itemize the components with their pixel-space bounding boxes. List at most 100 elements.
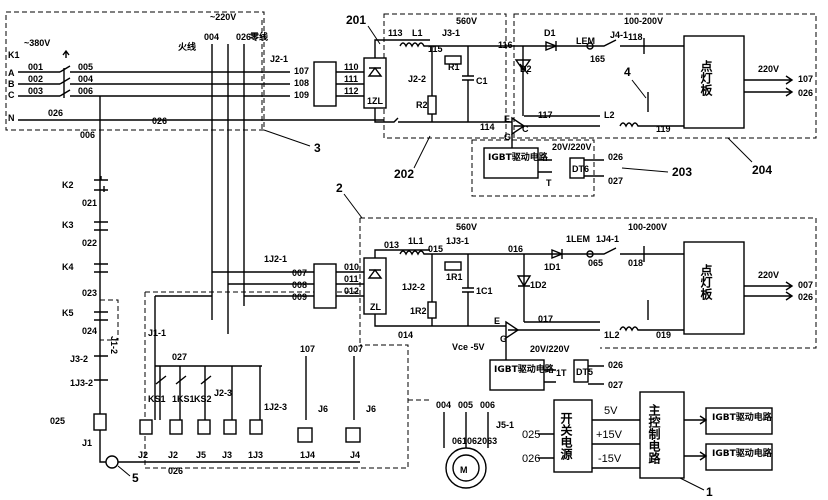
u1-j2-2: J2-2 bbox=[408, 74, 426, 84]
breaker-arrow bbox=[62, 49, 70, 58]
live-number: 004 bbox=[204, 32, 219, 42]
u1-d1-label: D1 bbox=[544, 28, 556, 38]
phase-input-lines bbox=[18, 71, 384, 121]
u1-w118: 118 bbox=[628, 32, 643, 42]
u2-lamp-w007: 007 bbox=[798, 280, 813, 290]
phase-a: A bbox=[8, 68, 15, 78]
u1-dc-rails bbox=[374, 39, 470, 123]
u2-dt5-label: DT5 bbox=[576, 367, 593, 377]
u2-w009: 009 bbox=[292, 292, 307, 302]
igbt-drive-out2 bbox=[705, 443, 773, 471]
u2-cap-1c1 bbox=[462, 287, 474, 293]
psu-in-026: 026 bbox=[522, 453, 540, 465]
u2-resistor-1r2 bbox=[427, 301, 437, 319]
coil-j2-label: J2 bbox=[138, 450, 148, 460]
u1-j3-1: J3-1 bbox=[442, 28, 460, 38]
u2-lamp-voltage: 220V bbox=[758, 270, 779, 280]
u2-igbt bbox=[505, 320, 520, 340]
phase-c: C bbox=[8, 90, 15, 100]
u2-w016: 016 bbox=[508, 244, 523, 254]
coil-1j3-label: 1J3 bbox=[248, 450, 263, 460]
wire-002: 002 bbox=[28, 74, 43, 84]
u1-drive-w027: 027 bbox=[608, 176, 623, 186]
u2-rect-input-lines bbox=[336, 271, 364, 297]
ks2-label: KS2 bbox=[194, 394, 212, 404]
ks-thermostats bbox=[155, 375, 212, 385]
callout-201: 201 bbox=[346, 13, 366, 27]
motor-w006: 006 bbox=[480, 400, 495, 410]
u2-feed-lines bbox=[212, 271, 314, 297]
motor-phase-nos: 061062063 bbox=[452, 436, 497, 446]
u1-cap-c1 bbox=[462, 75, 474, 81]
callout-3-leader bbox=[263, 129, 311, 147]
u1-lamp-board-label: 点灯板 bbox=[699, 59, 713, 97]
ac-input-dashed-box bbox=[5, 11, 265, 131]
callout-1: 1 bbox=[706, 485, 713, 499]
unit2-dashed-box bbox=[360, 217, 817, 349]
single-phase-label: ~220V bbox=[210, 12, 236, 22]
wire-006: 006 bbox=[78, 86, 93, 96]
u1-lamp-w107: 107 bbox=[798, 74, 813, 84]
u2-dc-rails bbox=[374, 249, 470, 327]
callout-201-leader bbox=[367, 25, 381, 45]
u2-drive-wires bbox=[505, 338, 604, 385]
u2-lamp-board-label: 点灯板 bbox=[699, 263, 713, 301]
u2-inductor-1l1 bbox=[399, 250, 470, 256]
coil-1j3 bbox=[249, 419, 263, 435]
u2-rectifier-diode-symbol bbox=[367, 268, 383, 279]
control-dashed-box bbox=[144, 292, 409, 469]
psu-inputs bbox=[538, 433, 554, 459]
u2-dt5 bbox=[573, 359, 589, 383]
u1-lamp-voltage: 220V bbox=[758, 64, 779, 74]
control-branches bbox=[155, 365, 262, 420]
u2-w017: 017 bbox=[538, 314, 553, 324]
u2-w012: 012 bbox=[344, 286, 359, 296]
callout-4-leader bbox=[631, 79, 647, 99]
u2-1l2-label: 1L2 bbox=[604, 330, 620, 340]
u2-igbt-drive-box bbox=[489, 359, 545, 391]
j6a-label: J6 bbox=[318, 404, 328, 414]
u2-w014: 014 bbox=[398, 330, 413, 340]
u2-w010: 010 bbox=[344, 262, 359, 272]
u1-lamp-w026: 026 bbox=[798, 88, 813, 98]
u1-lamp-board bbox=[683, 35, 745, 129]
u1-rectifier-label: 1ZL bbox=[367, 96, 384, 106]
u2-lamp-w026: 026 bbox=[798, 292, 813, 302]
coil-j3 bbox=[223, 419, 237, 435]
u1-output-line bbox=[560, 38, 684, 54]
u2-1t-label: 1T bbox=[556, 368, 567, 378]
unit1-inverter-dashed-box bbox=[513, 13, 817, 139]
u1-w110: 110 bbox=[344, 62, 359, 72]
neutral-number: 026 bbox=[236, 32, 251, 42]
wire-004: 004 bbox=[78, 74, 93, 84]
u1-drive-w026: 026 bbox=[608, 152, 623, 162]
w025: 025 bbox=[50, 416, 65, 426]
unit1-drive-dashed-box bbox=[471, 139, 595, 197]
live-label: 火线 bbox=[178, 41, 196, 53]
u1-rectifier-diode-symbol bbox=[367, 66, 383, 77]
bottom-w026: 026 bbox=[168, 466, 183, 476]
u2-igbt-drive-label: IGBT驱动电路 bbox=[494, 363, 555, 375]
k2-switch bbox=[94, 176, 108, 192]
single-phase-risers bbox=[211, 44, 245, 334]
u2-1lem: 1LEM bbox=[566, 234, 590, 244]
j2-3-label: J2-3 bbox=[214, 388, 232, 398]
u1-w117: 117 bbox=[538, 110, 553, 120]
psu-p15v: +15V bbox=[596, 429, 623, 441]
callout-204: 204 bbox=[752, 163, 772, 177]
u1-j4-1: J4-1 bbox=[610, 30, 628, 40]
u2-igbt-wires bbox=[470, 321, 600, 331]
u2-w018: 018 bbox=[628, 258, 643, 268]
fuse-5 bbox=[105, 455, 119, 469]
motor-w004: 004 bbox=[436, 400, 451, 410]
u1-w107: 107 bbox=[294, 66, 309, 76]
coil-j4-label: J4 bbox=[350, 450, 360, 460]
wire-005: 005 bbox=[78, 62, 93, 72]
w024: 024 bbox=[82, 326, 97, 336]
j3-2-label: J3-2 bbox=[70, 354, 88, 364]
u1-resistor-r1 bbox=[444, 55, 462, 65]
j3-2-contacts bbox=[94, 355, 108, 381]
callout-203-leader bbox=[621, 167, 669, 173]
k5-switch bbox=[94, 311, 108, 321]
